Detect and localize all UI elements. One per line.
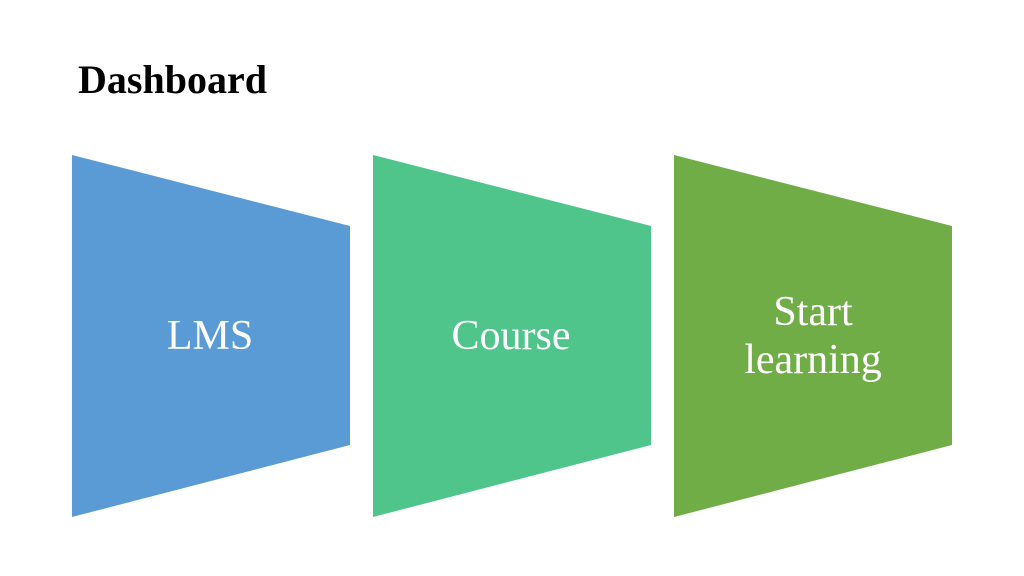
step-label-line: Start: [773, 289, 853, 335]
step-label-line: Course: [451, 313, 571, 359]
step-label-line: LMS: [166, 313, 254, 359]
step-label-lms: LMS: [70, 312, 350, 360]
step-label-course: Course: [371, 312, 651, 360]
step-shape-start-learning: [674, 155, 952, 517]
step-label-line: learning: [744, 337, 882, 383]
step-shape-course: [373, 155, 651, 517]
step-shape-lms: [72, 155, 350, 517]
step-label-start-learning: Start learning: [673, 288, 953, 384]
page-title: Dashboard: [78, 57, 267, 102]
